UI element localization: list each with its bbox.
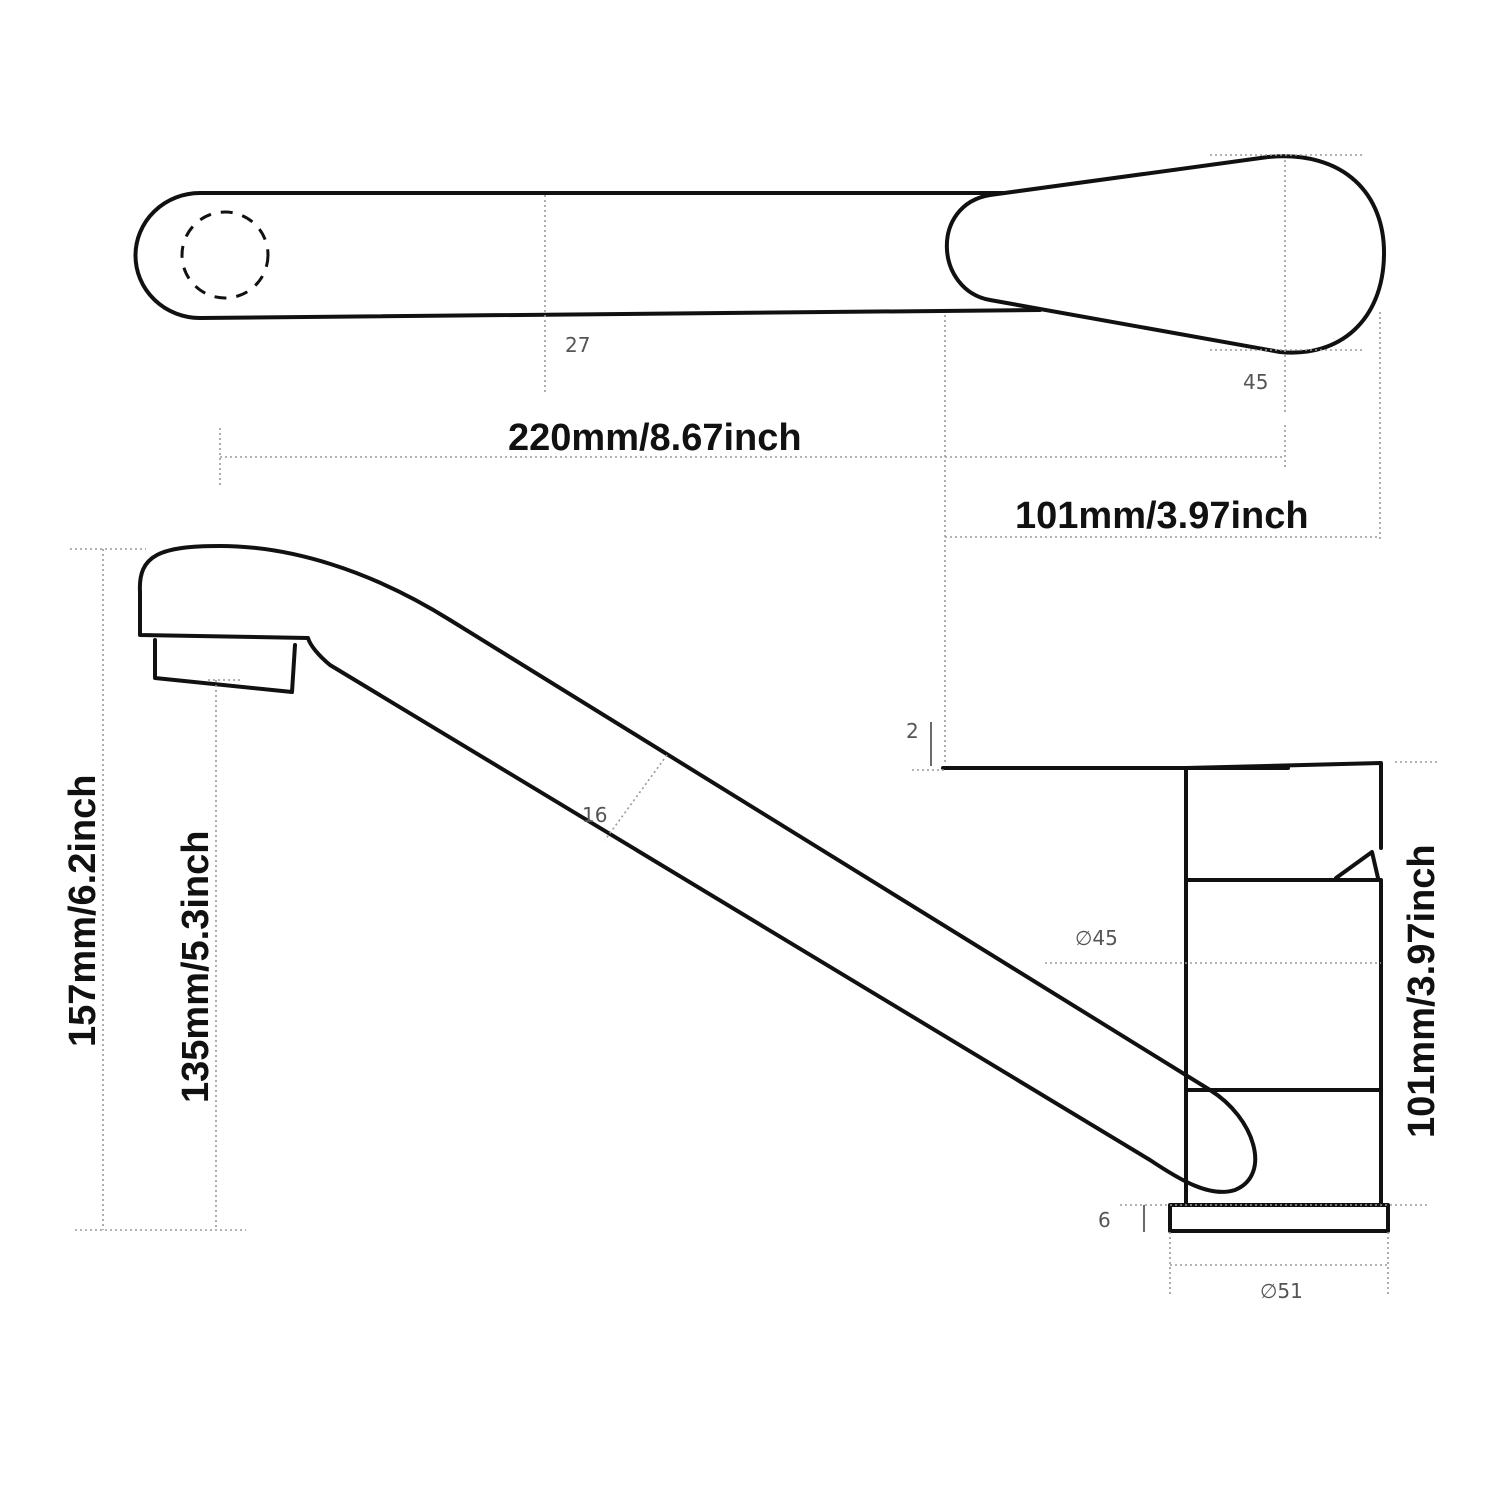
body-outline xyxy=(1184,761,1383,1207)
length-label: 220mm/8.67inch xyxy=(508,417,802,459)
body-diameter-label: ∅45 xyxy=(1075,926,1118,950)
handle-top-outline xyxy=(944,154,1387,355)
base-plate-outline xyxy=(1168,1203,1390,1233)
spout-width-label: 27 xyxy=(565,333,590,357)
base-thickness-label: 6 xyxy=(1098,1208,1111,1232)
outlet-hidden-circle xyxy=(180,210,270,300)
base-diameter-label: ∅51 xyxy=(1260,1279,1303,1303)
handle-length-label: 101mm/3.97inch xyxy=(1015,495,1309,537)
spout-arm-top-outline xyxy=(133,191,1052,320)
spout-section-line xyxy=(604,754,668,841)
outlet-height-label: 135mm/5.3inch xyxy=(175,831,217,1103)
total-height-label: 157mm/6.2inch xyxy=(62,775,104,1047)
spout-side-outline xyxy=(137,544,1258,1194)
body-height-label: 101mm/3.97inch xyxy=(1401,844,1443,1138)
handle-width-label: 45 xyxy=(1243,370,1268,394)
side-view: 16 2 ∅45 6 ∅51 101mm/3.97inch 157mm/6.2i… xyxy=(62,544,1443,1303)
lever-gap-label: 2 xyxy=(906,719,919,743)
spout-section-label: 16 xyxy=(582,803,607,827)
top-view: 27 45 220mm/8.67inch 101mm/3.97inch xyxy=(133,154,1387,762)
aerator-outline xyxy=(153,638,297,694)
